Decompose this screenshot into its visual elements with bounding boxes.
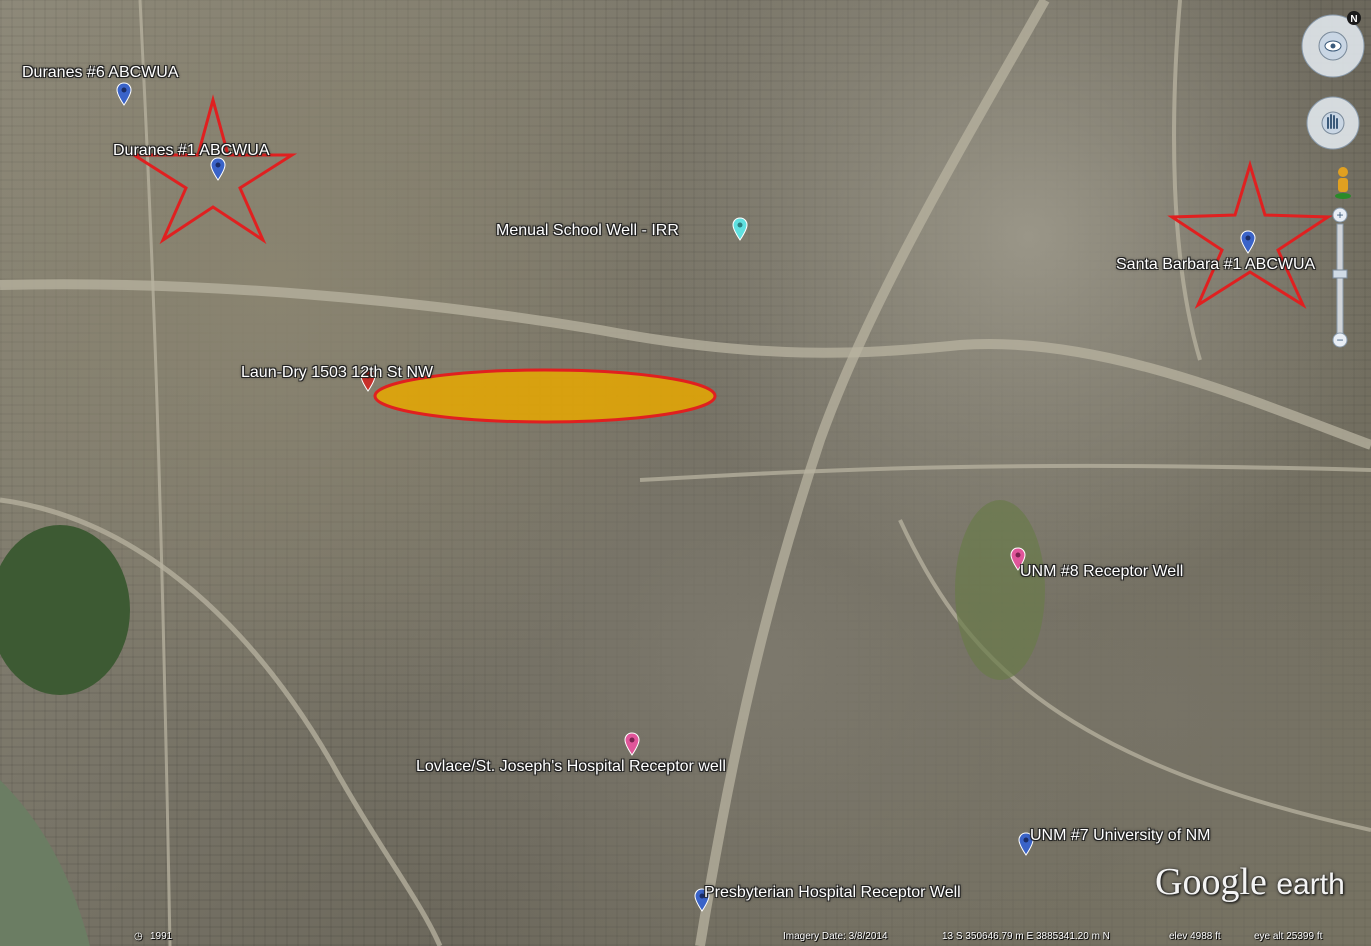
road-east <box>639 463 1371 482</box>
zoom-slider[interactable]: + − <box>1332 207 1348 348</box>
road-diagonal <box>0 497 443 946</box>
road-west <box>138 0 172 946</box>
map-pin-unm-7[interactable] <box>1018 832 1034 856</box>
navigation-controls: N + − <box>1298 6 1368 351</box>
road-north <box>1172 0 1202 361</box>
historical-imagery-icon[interactable]: ◷ <box>134 931 143 942</box>
status-bar: ◷ 1991 Imagery Date: 3/8/2014 13 S 35064… <box>0 928 1371 946</box>
well-label-unm-7[interactable]: UNM #7 University of NM <box>1030 827 1211 844</box>
eye-altitude: eye alt 25399 ft <box>1254 931 1323 942</box>
well-label-lovlace[interactable]: Lovlace/St. Joseph's Hospital Receptor w… <box>416 758 726 775</box>
interstate-25 <box>695 0 1050 946</box>
map-pin-presbyterian[interactable] <box>694 888 710 912</box>
map-pin-duranes-1[interactable] <box>210 157 226 181</box>
pegman-icon[interactable] <box>1335 167 1351 199</box>
road-south <box>898 519 1371 832</box>
map-pin-menual-school[interactable] <box>732 217 748 241</box>
elevation: elev 4988 ft <box>1169 931 1221 942</box>
star-marker-duranes <box>128 94 298 245</box>
google-earth-logo: Google earth <box>1155 861 1345 903</box>
move-control[interactable] <box>1306 96 1360 150</box>
well-label-unm-8[interactable]: UNM #8 Receptor Well <box>1020 563 1184 580</box>
zoom-in-label: + <box>1336 208 1343 222</box>
look-control[interactable]: N <box>1301 11 1365 78</box>
compass-north-label: N <box>1350 14 1357 25</box>
well-label-duranes-1[interactable]: Duranes #1 ABCWUA <box>113 142 270 159</box>
star-marker-santa-barbara <box>1167 159 1333 309</box>
map-pin-santa-barbara[interactable] <box>1240 230 1256 254</box>
historical-year: 1991 <box>150 931 173 942</box>
golf-course <box>0 525 130 695</box>
contamination-plume <box>373 368 717 424</box>
well-label-menual-school[interactable]: Menual School Well - IRR <box>496 222 679 239</box>
hand-icon <box>1327 114 1338 129</box>
well-label-laun-dry[interactable]: Laun-Dry 1503 12th St NW <box>241 364 434 381</box>
well-label-presbyterian[interactable]: Presbyterian Hospital Receptor Well <box>704 884 961 901</box>
interstate-40 <box>0 279 1371 450</box>
map-pin-laun-dry[interactable] <box>360 368 376 392</box>
well-label-santa-barbara[interactable]: Santa Barbara #1 ABCWUA <box>1116 256 1316 273</box>
imagery-date: Imagery Date: 3/8/2014 <box>783 931 888 942</box>
well-label-duranes-6[interactable]: Duranes #6 ABCWUA <box>22 64 179 81</box>
zoom-out-label: − <box>1336 333 1343 347</box>
cursor-coordinates: 13 S 350646.79 m E 3885341.20 m N <box>942 931 1110 942</box>
map-pin-duranes-6[interactable] <box>116 82 132 106</box>
park-area <box>955 500 1045 680</box>
map-pin-unm-8[interactable] <box>1010 547 1026 571</box>
map-pin-lovlace[interactable] <box>624 732 640 756</box>
river <box>0 780 90 946</box>
